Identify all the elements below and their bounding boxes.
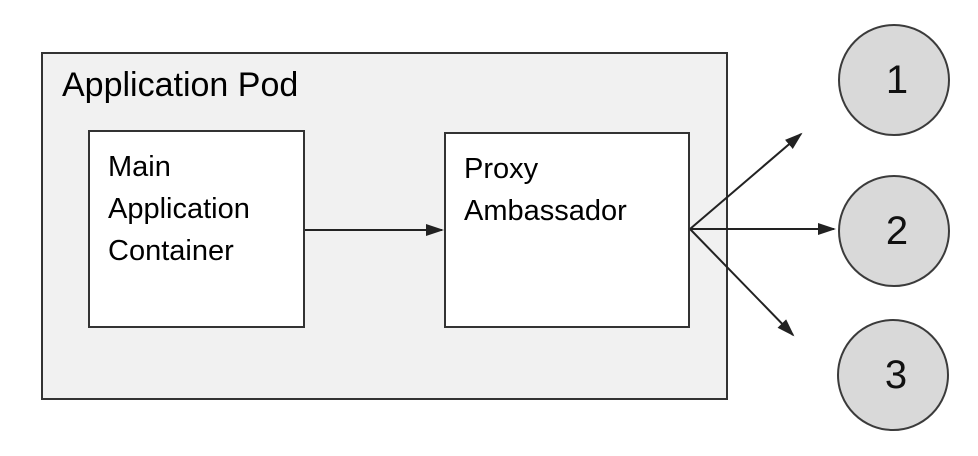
endpoint-3-label: 3	[884, 352, 908, 397]
endpoint-circle-1: 1	[838, 24, 950, 136]
proxy-ambassador-label: Proxy Ambassador	[464, 153, 627, 227]
endpoint-circle-2: 2	[838, 175, 950, 287]
endpoint-1-label: 1	[885, 57, 909, 102]
endpoint-2-label: 2	[885, 208, 909, 253]
application-pod-label: Application Pod	[62, 66, 299, 104]
main-application-container-label: Main Application Container	[108, 151, 250, 267]
main-application-container-box: Main Application Container	[88, 130, 305, 328]
endpoint-circle-3: 3	[837, 319, 949, 431]
proxy-ambassador-box: Proxy Ambassador	[444, 132, 690, 328]
